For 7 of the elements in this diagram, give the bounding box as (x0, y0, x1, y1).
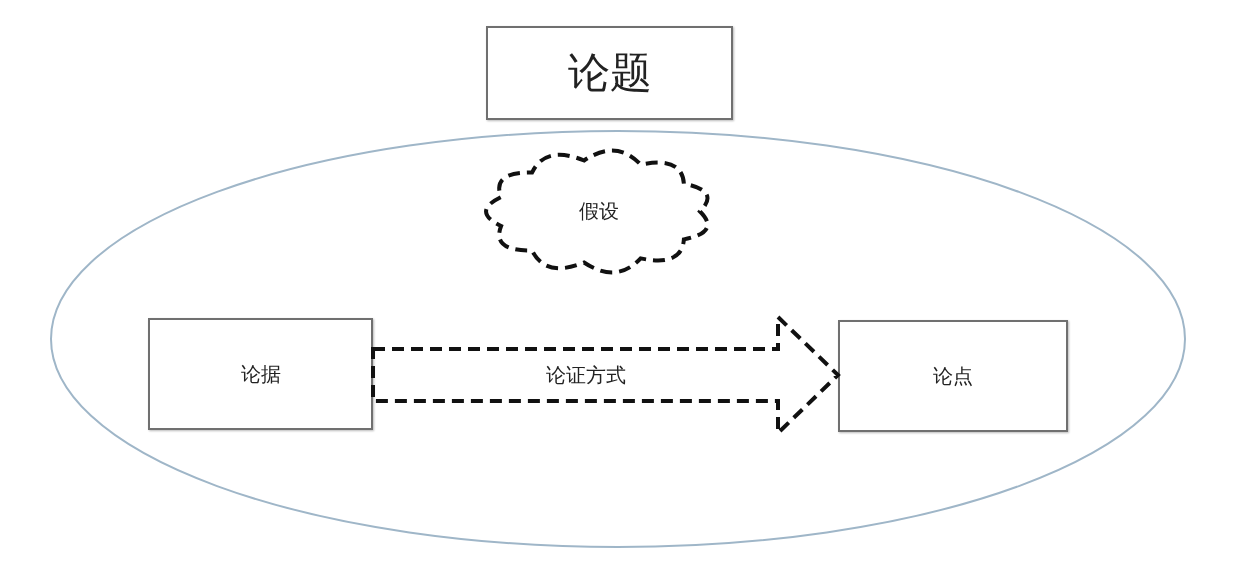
process-box (148, 318, 373, 430)
process-box (838, 320, 1068, 432)
node-label: 假设 (578, 198, 619, 225)
node-label: 论点 (933, 362, 973, 390)
node-label: 论据 (240, 360, 281, 388)
title-box (486, 26, 733, 120)
node-label: 论题 (567, 47, 652, 99)
